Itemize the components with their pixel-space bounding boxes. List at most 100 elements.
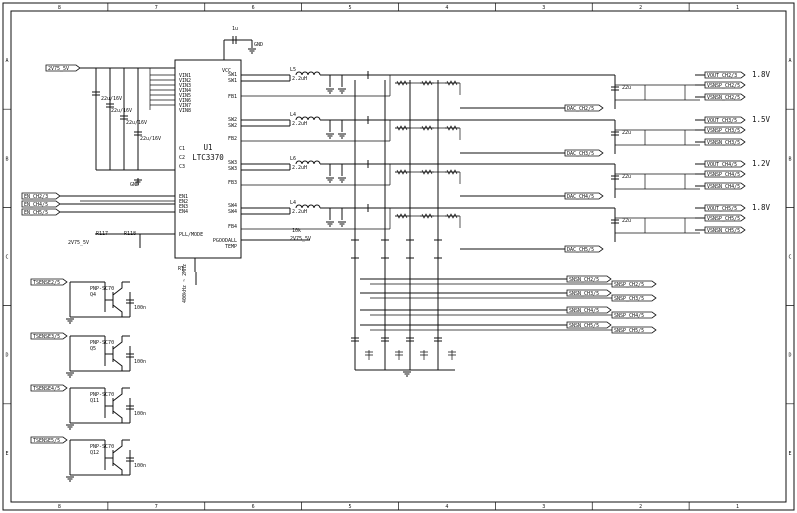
vout-net-flag: [704, 71, 746, 79]
snsp-wires: [615, 84, 700, 101]
snsn-net-label: SNSN_CH4/5: [569, 308, 599, 314]
zone-label-top: 6: [252, 5, 255, 11]
output-stub: [695, 163, 705, 187]
zone-label-left: A: [5, 58, 8, 64]
vsnsp-net-flag: [704, 170, 746, 178]
tsense-net-label: TSENSE2/5: [33, 280, 60, 286]
input-capacitor: [106, 103, 114, 108]
output-cap-value: 22u: [622, 174, 631, 180]
zone-label-right: B: [788, 156, 791, 162]
ground-symbol: [338, 221, 346, 227]
tsense-part-type: PNP-SC70: [90, 392, 114, 398]
ic-pin-name: VIN8: [179, 108, 191, 114]
output-cap-value: 22u: [622, 218, 631, 224]
output-node-wire: [320, 207, 355, 220]
ic-pin-name: EN3: [179, 204, 188, 210]
output-cap: [611, 75, 619, 109]
output-node-wire: [320, 74, 355, 87]
ic-pin-name: EN2: [179, 199, 188, 205]
dac-net-label: DAC_CH5/5: [567, 247, 594, 253]
tsense-cap: [126, 405, 134, 410]
snsn-net-flag: [566, 275, 612, 283]
zone-label-left: B: [5, 156, 8, 162]
tsense-net-flag: [30, 384, 68, 392]
zone-label-bottom: 1: [736, 504, 739, 510]
ic-pin-name: VIN3: [179, 83, 191, 89]
snsp-net-flag: [611, 294, 657, 302]
zone-label-top: 4: [445, 5, 448, 11]
divider-wire: [395, 127, 461, 140]
vcc-label: VCC: [222, 68, 231, 74]
output-node-wire: [320, 163, 355, 176]
divider-wire: [395, 171, 461, 184]
vcc-cap: [232, 36, 237, 44]
ic-pin-name: C3: [179, 164, 185, 170]
fb-wire: [241, 208, 391, 230]
res-label: R118: [124, 231, 136, 237]
snsp-wires: [615, 217, 700, 234]
vsnsn-net-label: VSNSN_CH2/5: [707, 95, 740, 101]
vsnsp-net-flag: [704, 81, 746, 89]
inductor-refdes: L6: [290, 156, 296, 162]
tsense-net-flag: [30, 436, 68, 444]
dac-filter-cap2: [420, 350, 428, 360]
vout-net-label: VOUT_CH3/5: [707, 118, 737, 124]
enable-flags: EN_CH2/3EN_CH4/5EN_CH5/5: [21, 192, 175, 216]
net-label-pgood: 2V75_5V: [290, 236, 311, 242]
tsense-cap: [126, 353, 134, 358]
temperature-sensors: TSENSE2/5PNP-SC70Q4100nTSENSE3/5PNP-SC70…: [30, 278, 146, 482]
zone-label-top: 2: [639, 5, 642, 11]
tsense-net-flag: [30, 278, 68, 286]
ground-symbol: [338, 177, 346, 183]
ic-pin-name: FB1: [228, 94, 237, 100]
dac-net-flag: [564, 149, 604, 157]
dac-filter-cap: [406, 337, 414, 342]
zone-label-bottom: 7: [155, 504, 158, 510]
ground-symbol: [134, 179, 142, 185]
inductor-coil: [295, 71, 321, 76]
ic-pin-name: SW3: [228, 166, 237, 172]
snsp-flags: SNSN_CH2/5SNSN_CH3/5SNSN_CH4/5SNSN_CH5/5…: [360, 275, 657, 334]
cap-label: 22u/16V: [126, 120, 147, 126]
ic-pin-name: SW2: [228, 123, 237, 129]
vsnsn-net-flag: [704, 93, 746, 101]
zone-label-top: 1: [736, 5, 739, 11]
vsnsn-net-label: VSNSN_CH4/5: [707, 184, 740, 190]
inductor-coil: [295, 204, 321, 209]
input-caps: [92, 48, 256, 185]
cap-label: 22u/16V: [111, 108, 132, 114]
ic-pin-name: EN4: [179, 209, 188, 215]
vout-net-flag: [704, 160, 746, 168]
tsense-refdes: Q4: [90, 292, 96, 298]
output-stub: [695, 207, 705, 231]
ic-u1-body: [174, 59, 242, 259]
zone-label-bottom: 3: [542, 504, 545, 510]
dac-net-label: DAC_CH3/5: [567, 151, 594, 157]
ground-symbol: [66, 424, 74, 430]
zone-label-right: C: [788, 255, 791, 261]
vsnsp-net-label: VSNSP_CH4/5: [707, 172, 740, 178]
enable-input-label: EN_CH5/5: [24, 210, 48, 216]
dac-ladder: [351, 80, 456, 377]
ic-pin-name: PGOODALL: [213, 238, 237, 244]
zone-label-right: D: [788, 353, 791, 359]
output-voltage: 1.5V: [752, 115, 771, 124]
output-flags: VOUT_CH2/3VSNSP_CH2/5VSNSN_CH2/51.8VVOUT…: [695, 70, 771, 234]
enable-input-flag: [21, 200, 61, 208]
output-stub: [695, 119, 705, 143]
pll-wires: [95, 233, 175, 248]
tsense-cap: [126, 457, 134, 462]
vout-net-label: VOUT_CH2/3: [707, 73, 737, 79]
sw-wire: [241, 74, 291, 82]
inductor-refdes: L5: [290, 67, 296, 73]
res-label: R117: [96, 231, 108, 237]
sw-wire: [241, 163, 291, 171]
tsense-refdes: Q11: [90, 398, 99, 404]
zone-label-right: E: [788, 451, 791, 457]
ground-symbol: [338, 88, 346, 94]
zone-label-right: A: [788, 58, 791, 64]
snsp-net-label: SNSP_CH5/5: [614, 328, 644, 334]
ic-pin-name: FB3: [228, 180, 237, 186]
ic-pin-name: PLL/MODE: [179, 232, 203, 238]
